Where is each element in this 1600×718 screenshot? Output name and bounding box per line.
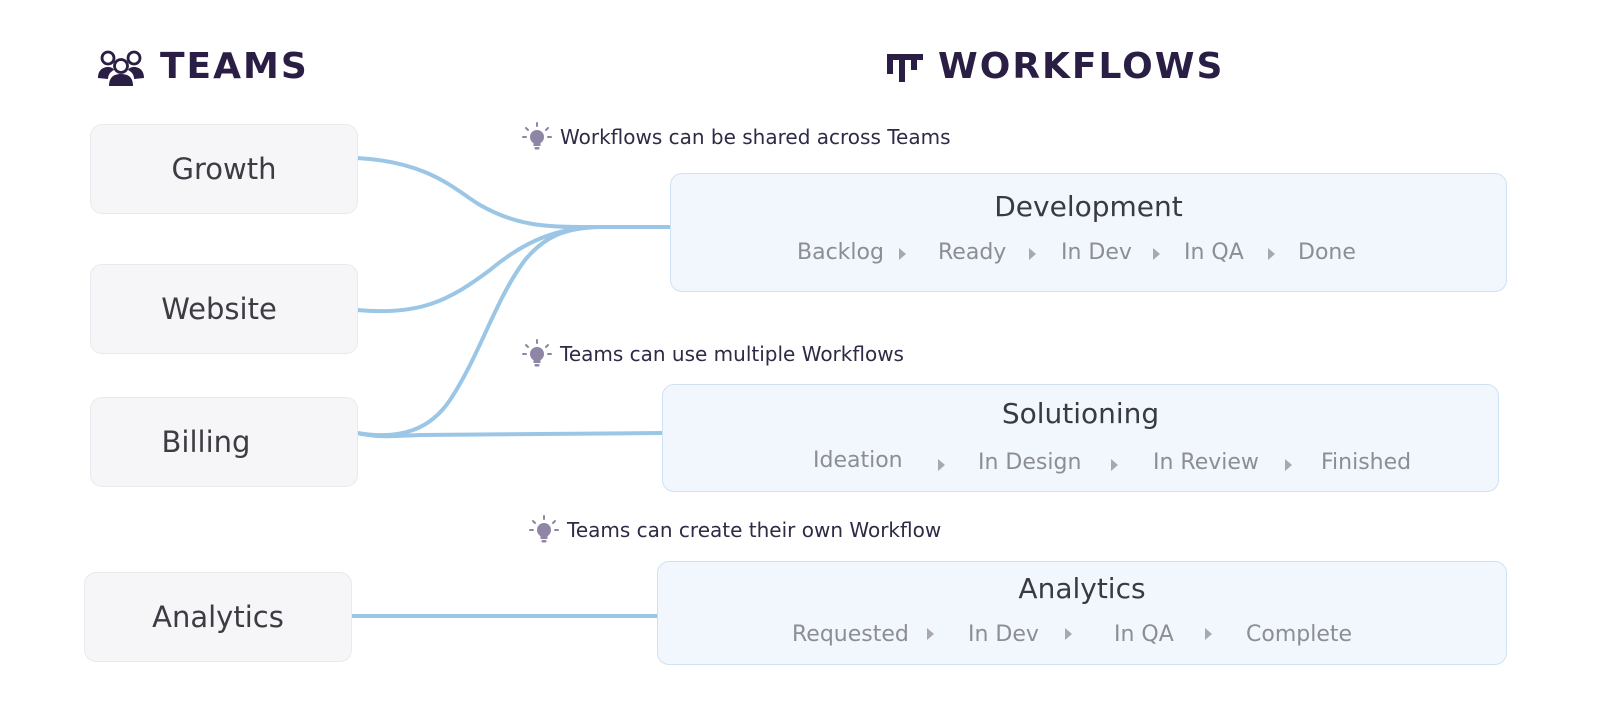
lightbulb-icon (522, 339, 552, 369)
workflow-stage: In Dev (968, 622, 1039, 647)
tip-text: Teams can create their own Workflow (567, 518, 942, 542)
team-label: Website (161, 292, 277, 326)
lightbulb-icon (529, 515, 559, 545)
stage-arrow-icon (1111, 459, 1118, 471)
team-label: Analytics (152, 600, 284, 634)
workflow-stage: Ideation (813, 448, 903, 473)
workflow-board-icon (886, 44, 924, 88)
stage-arrow-icon (1285, 459, 1292, 471)
workflow-stage: In Design (978, 450, 1082, 475)
stage-arrow-icon (938, 459, 945, 471)
workflow-stage: Done (1298, 240, 1356, 265)
workflow-stage: In Dev (1061, 240, 1132, 265)
connector-billing-development (355, 225, 672, 438)
workflows-header: WORKFLOWS (886, 44, 1224, 88)
tip-text: Workflows can be shared across Teams (560, 125, 951, 149)
workflow-stage: In Review (1153, 450, 1259, 475)
teams-title: TEAMS (160, 45, 309, 87)
stage-arrow-icon (1153, 248, 1160, 260)
workflow-analytics[interactable]: Analytics Requested In Dev In QA Complet… (657, 561, 1507, 665)
connector-growth-development (355, 156, 672, 229)
stage-arrow-icon (1268, 248, 1275, 260)
teams-header: TEAMS (96, 44, 309, 88)
stage-arrow-icon (927, 628, 934, 640)
lightbulb-icon (522, 122, 552, 152)
team-analytics[interactable]: Analytics (84, 572, 352, 662)
workflow-stage: Ready (938, 240, 1007, 265)
connector-website-development (355, 225, 672, 314)
team-label: Billing (161, 425, 251, 459)
workflow-stage: Finished (1321, 450, 1412, 475)
workflow-stage: In QA (1114, 622, 1174, 647)
team-label: Growth (171, 152, 277, 186)
workflow-stage: In QA (1184, 240, 1244, 265)
people-group-icon (96, 44, 146, 88)
workflow-title: Development (994, 190, 1183, 223)
stage-arrow-icon (1029, 248, 1036, 260)
connector-billing-solutioning (355, 431, 664, 439)
workflows-title: WORKFLOWS (938, 45, 1225, 87)
team-website[interactable]: Website (90, 264, 358, 354)
workflow-stage: Complete (1246, 622, 1353, 647)
stage-arrow-icon (1065, 628, 1072, 640)
team-growth[interactable]: Growth (90, 124, 358, 214)
stage-arrow-icon (1205, 628, 1212, 640)
workflow-stage: Requested (792, 622, 909, 647)
tip-own-workflow: Teams can create their own Workflow (529, 515, 941, 545)
workflow-title: Solutioning (1001, 397, 1160, 430)
tip-shared-workflows: Workflows can be shared across Teams (522, 122, 951, 152)
stage-arrow-icon (899, 248, 906, 260)
workflow-title: Analytics (1018, 572, 1146, 605)
workflow-stage: Backlog (797, 240, 884, 265)
workflow-solutioning[interactable]: Solutioning Ideation In Design In Review… (662, 384, 1499, 492)
workflow-development[interactable]: Development Backlog Ready In Dev In QA D… (670, 173, 1507, 292)
team-billing[interactable]: Billing (90, 397, 358, 487)
tip-text: Teams can use multiple Workflows (560, 342, 904, 366)
tip-multiple-workflows: Teams can use multiple Workflows (522, 339, 904, 369)
